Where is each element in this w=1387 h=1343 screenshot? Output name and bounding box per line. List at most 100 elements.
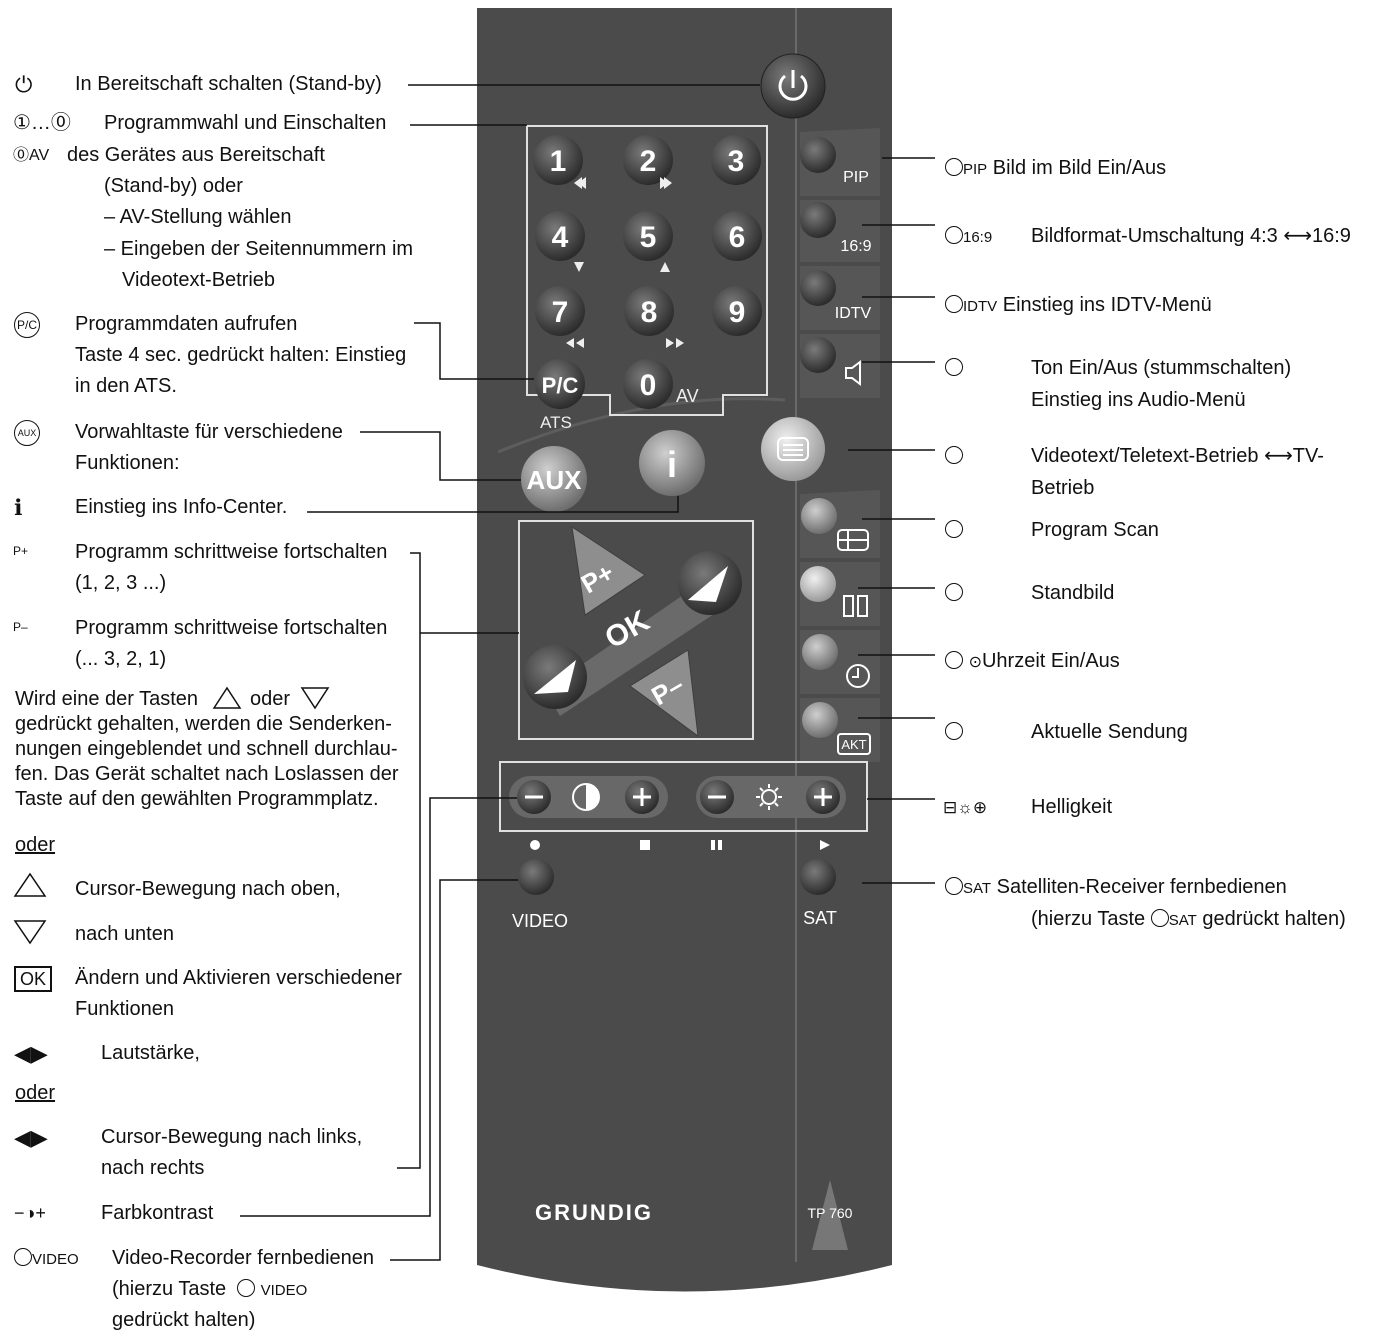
progsel-line4: – AV-Stellung wählen bbox=[104, 206, 292, 228]
speaker-icon bbox=[845, 360, 861, 386]
ok-line2: Funktionen bbox=[75, 998, 174, 1020]
aux-line2: Funktionen: bbox=[75, 452, 180, 474]
cursor-lr-line1: Cursor-Bewegung nach links, bbox=[101, 1126, 363, 1148]
key-arrows bbox=[566, 177, 684, 348]
program-down-small-icon bbox=[300, 687, 330, 710]
video-line2a: (hierzu Taste bbox=[112, 1278, 227, 1300]
aux-button bbox=[521, 446, 587, 512]
cursor-lr-icons: ◀▶ bbox=[14, 1125, 48, 1150]
standby-icon: ⏻ bbox=[15, 72, 33, 97]
cursor-lr-line2: nach rechts bbox=[101, 1157, 205, 1179]
progsel-line2: des Gerätes aus Bereitschaft bbox=[67, 144, 325, 166]
still-icon bbox=[843, 595, 868, 617]
sat-annotation: SAT Satelliten-Receiver fernbedienen bbox=[945, 872, 1287, 904]
akt-label: AKT bbox=[841, 737, 866, 752]
aspect-annotation-icon: 16:9 bbox=[945, 221, 992, 253]
key-7 bbox=[535, 286, 585, 336]
key-1 bbox=[533, 135, 583, 185]
sat-button bbox=[800, 859, 836, 895]
teletext-line2: Betrieb bbox=[1031, 477, 1095, 499]
mute-line1: Ton Ein/Aus (stummschalten) bbox=[1031, 357, 1292, 379]
video-icon: VIDEO bbox=[14, 1244, 79, 1275]
program-up-small-icon bbox=[212, 686, 242, 709]
key-0-label: 0 bbox=[640, 369, 657, 402]
idtv-button bbox=[800, 270, 836, 306]
teletext-icon bbox=[777, 437, 809, 461]
aspect-key-label: 16:9 bbox=[840, 238, 871, 255]
ok-line1: Ändern und Aktivieren verschiedener bbox=[75, 967, 402, 989]
aux-button-label: AUX bbox=[527, 465, 583, 495]
key-4-label: 4 bbox=[552, 221, 569, 254]
key-9 bbox=[712, 286, 762, 336]
scan-text: Program Scan bbox=[1031, 519, 1159, 541]
pip-annotation: PIP Bild im Bild Ein/Aus bbox=[945, 153, 1166, 185]
key-5 bbox=[623, 211, 673, 261]
sat-line2: (hierzu Taste SAT gedrückt halten) bbox=[1031, 908, 1346, 930]
stop-icon bbox=[640, 840, 650, 850]
progsel-line1: Programmwahl und Einschalten bbox=[104, 112, 387, 134]
idtv-key-label: IDTV bbox=[835, 305, 872, 322]
pminus-line2: (... 3, 2, 1) bbox=[75, 648, 167, 670]
pminus-line1: Programm schrittweise fortschalten bbox=[75, 617, 388, 639]
para-l4: fen. Das Gerät schaltet nach Loslassen d… bbox=[15, 763, 399, 785]
brightness-icon bbox=[756, 784, 782, 810]
cursor-down-icon bbox=[13, 920, 47, 945]
pc-icon: P/C bbox=[14, 312, 40, 338]
number-keys-icon: ①…⓪ bbox=[13, 112, 71, 134]
still-text: Standbild bbox=[1031, 582, 1115, 604]
key-0 bbox=[623, 359, 673, 409]
clock-button bbox=[802, 634, 838, 670]
aspect-annotation-text: Bildformat-Umschaltung 4:3 ⟷16:9 bbox=[1031, 225, 1351, 247]
akt-icon bbox=[837, 733, 871, 755]
play-icon bbox=[820, 840, 830, 850]
pc-button-label: P/C bbox=[542, 373, 579, 398]
zero-av-icon: ⓪AV bbox=[13, 147, 50, 164]
contrast-text: Farbkontrast bbox=[101, 1202, 214, 1224]
key-8 bbox=[624, 286, 674, 336]
right-keys: PIP 16:9 IDTV AKT bbox=[800, 128, 880, 762]
clock-icon bbox=[846, 664, 870, 688]
pplus-line1: Programm schrittweise fortschalten bbox=[75, 541, 388, 563]
current-text: Aktuelle Sendung bbox=[1031, 721, 1188, 743]
leader-lines bbox=[240, 84, 935, 1261]
key-2-label: 2 bbox=[640, 145, 657, 178]
info-button bbox=[639, 430, 705, 496]
key-2 bbox=[623, 135, 673, 185]
para-l5: Taste auf den gewählten Programmplatz. bbox=[15, 788, 379, 810]
model-triangle bbox=[812, 1180, 848, 1250]
mute-annotation-icon bbox=[945, 353, 963, 384]
key-6 bbox=[712, 211, 762, 261]
video-line2-icon: VIDEO bbox=[237, 1274, 307, 1306]
progsel-line5: – Eingeben der Seitennummern im bbox=[104, 238, 414, 260]
scan-annotation-icon bbox=[945, 515, 963, 546]
still-button bbox=[800, 566, 836, 602]
contrast-icon: −◑+ bbox=[14, 1203, 46, 1223]
volume-icons: ◀▶ bbox=[14, 1041, 48, 1066]
aspect-button bbox=[800, 202, 836, 238]
teletext-annotation-icon bbox=[945, 441, 963, 472]
ok-icon: OK bbox=[14, 962, 53, 993]
scan-icon bbox=[837, 529, 869, 551]
key-7-label: 7 bbox=[552, 296, 569, 329]
pip-button bbox=[800, 137, 836, 173]
standby-text: In Bereitschaft schalten (Stand-by) bbox=[75, 73, 382, 95]
para-l1b: oder bbox=[250, 688, 291, 710]
key-3-label: 3 bbox=[728, 145, 745, 178]
pause-icon bbox=[711, 840, 722, 850]
oder-2: oder bbox=[15, 1082, 56, 1104]
key-5-label: 5 bbox=[640, 221, 657, 254]
video-line3: gedrückt halten) bbox=[112, 1309, 256, 1331]
brightness-text: Helligkeit bbox=[1031, 796, 1113, 818]
volume-up-icon bbox=[688, 566, 728, 602]
progsel-line6: Videotext-Betrieb bbox=[122, 269, 276, 291]
oder-1: oder bbox=[15, 834, 56, 856]
key-9-label: 9 bbox=[729, 296, 746, 329]
progsel-line3: (Stand-by) oder bbox=[104, 175, 243, 197]
standby-icon bbox=[778, 70, 808, 101]
info-text: Einstieg ins Info-Center. bbox=[75, 496, 288, 518]
pc-button bbox=[535, 359, 585, 409]
cursor-up-text: Cursor-Bewegung nach oben, bbox=[75, 878, 341, 900]
mute-line2: Einstieg ins Audio-Menü bbox=[1031, 389, 1246, 411]
volume-down-icon bbox=[534, 660, 576, 694]
aux-icon: AUX bbox=[14, 420, 40, 446]
